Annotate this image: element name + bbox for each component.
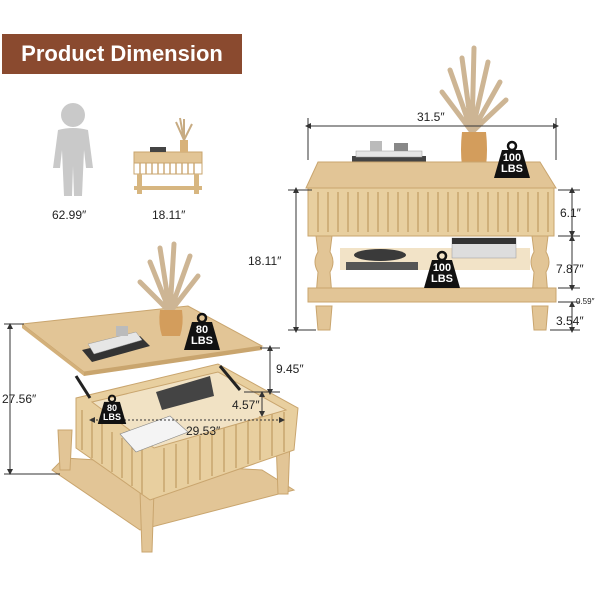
person-silhouette-icon [53, 103, 93, 196]
leg-height-label: 3.54″ [556, 314, 584, 328]
raised-height-label: 27.56″ [2, 392, 37, 406]
front-top-weight-badge: 100 LBS [492, 140, 532, 178]
weight-value: 80 [106, 403, 117, 413]
shelf-thickness-label: 0.59″ [576, 297, 595, 306]
lifted-table [20, 241, 299, 553]
weight-icon [424, 250, 460, 288]
weight-icon [97, 394, 127, 424]
page-title: Product Dimension [21, 41, 223, 66]
weight-value: 80 [195, 324, 209, 336]
front-shelf-weight-badge: 100 LBS [422, 250, 462, 288]
weight-unit: LBS [431, 273, 453, 285]
weight-unit: LBS [501, 163, 523, 175]
person-height-label: 62.99″ [52, 208, 87, 222]
compartment-depth-label: 4.57″ [232, 398, 260, 412]
compartment-weight-badge: 80 LBS [96, 394, 128, 424]
weight-icon [184, 312, 220, 350]
page-title-banner: Product Dimension [2, 34, 242, 74]
weight-unit: LBS [191, 335, 213, 347]
table-height-scale-label: 18.11″ [152, 208, 186, 222]
compartment-width-label: 29.53″ [186, 424, 221, 438]
front-view-dimension-lines [288, 118, 580, 333]
weight-value: 100 [432, 262, 452, 274]
lift-top-weight-badge: 80 LBS [182, 312, 222, 350]
weight-icon [494, 140, 530, 178]
front-height-label: 18.11″ [248, 254, 282, 268]
weight-value: 100 [502, 152, 522, 164]
front-width-label: 31.5″ [417, 110, 445, 124]
small-table-image [133, 117, 203, 194]
drawer-height-label: 6.1″ [560, 206, 581, 220]
lift-view-dimension-lines [4, 323, 285, 475]
shelf-gap-label: 7.87″ [556, 262, 584, 276]
front-view-table [305, 45, 557, 331]
lift-gap-label: 9.45″ [276, 362, 304, 376]
weight-unit: LBS [103, 412, 121, 422]
